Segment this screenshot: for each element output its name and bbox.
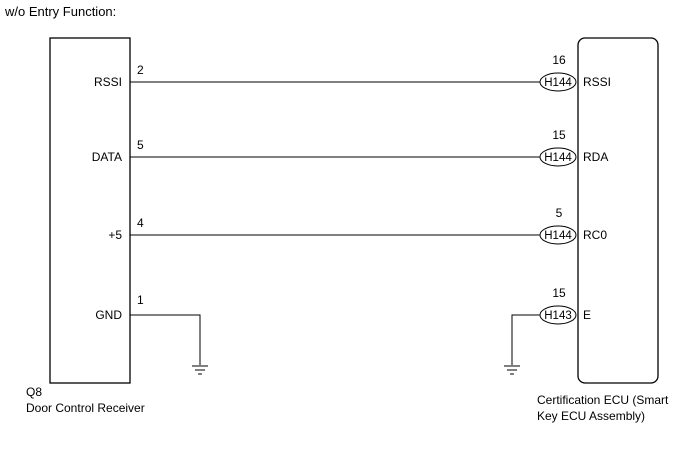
connector-oval-rssi <box>539 72 577 92</box>
left-pin-label-plus5: +5 <box>108 228 122 242</box>
connector-code-rda: H144 <box>544 152 572 164</box>
right-pin-label-rssi: RSSI <box>583 75 611 89</box>
connector-oval-rc0 <box>539 225 577 245</box>
certification-ecu-box <box>577 37 659 384</box>
connector-code-rssi: H144 <box>544 77 572 89</box>
left-pin-label-gnd: GND <box>95 308 122 322</box>
right-component-name-line1: Certification ECU (Smart <box>537 393 669 407</box>
right-component-name-line2: Key ECU Assembly) <box>537 409 645 423</box>
right-pin-label-e: E <box>583 308 591 322</box>
ground-icon <box>192 365 208 375</box>
right-pin-number-rc0: 5 <box>556 206 563 220</box>
connector-oval-rda <box>539 147 577 167</box>
right-pin-number-e: 15 <box>552 286 566 300</box>
connector-code-rc0: H144 <box>544 230 572 242</box>
left-pin-number-rssi: 2 <box>137 63 144 77</box>
diagram-title: w/o Entry Function: <box>4 4 116 19</box>
left-pin-number-gnd: 1 <box>137 293 144 307</box>
left-component-name: Door Control Receiver <box>26 401 145 415</box>
left-component-code: Q8 <box>26 385 42 399</box>
wire-e-right <box>511 314 540 365</box>
left-pin-label-rssi: RSSI <box>94 75 122 89</box>
left-pin-number-data: 5 <box>137 138 144 152</box>
left-pin-label-data: DATA <box>92 150 122 164</box>
connector-oval-e <box>539 305 577 325</box>
right-pin-number-rda: 15 <box>552 128 566 142</box>
wire-gnd-left <box>130 314 201 365</box>
right-pin-label-rda: RDA <box>583 150 608 164</box>
door-control-receiver-box <box>49 37 131 384</box>
right-pin-label-rc0: RC0 <box>583 228 607 242</box>
ground-icon <box>504 365 520 375</box>
connector-code-e: H143 <box>544 310 572 322</box>
left-pin-number-plus5: 4 <box>137 216 144 230</box>
right-pin-number-rssi: 16 <box>552 53 566 67</box>
